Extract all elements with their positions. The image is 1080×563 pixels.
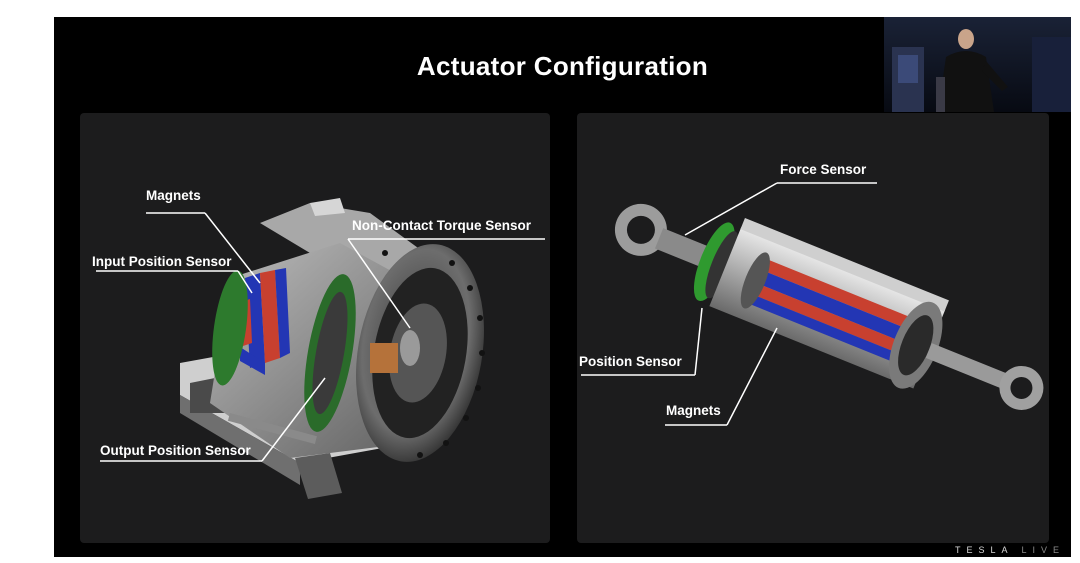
label-output-position-sensor: Output Position Sensor	[100, 443, 251, 458]
label-non-contact-torque-sensor: Non-Contact Torque Sensor	[352, 218, 532, 233]
label-magnets-right: Magnets	[666, 403, 721, 418]
linear-actuator-illustration	[581, 182, 1044, 426]
linear-magnets	[750, 260, 909, 361]
rotary-actuator-panel: Magnets Non-Contact Torque Sensor Input …	[80, 113, 550, 543]
tesla-live-watermark: TESLA LIVE	[955, 545, 1065, 555]
brand-text: TESLA	[954, 545, 1013, 555]
label-magnets-left: Magnets	[146, 188, 201, 203]
presenter-video-inset	[884, 17, 1071, 112]
label-force-sensor: Force Sensor	[780, 162, 867, 177]
linear-actuator-panel: Force Sensor Position Sensor Magnets	[577, 113, 1049, 543]
slide-title: Actuator Configuration	[416, 51, 709, 81]
event-text: LIVE	[1021, 545, 1065, 555]
presentation-screen: Actuator Configuration	[54, 17, 1071, 557]
label-position-sensor: Position Sensor	[579, 354, 682, 369]
rotary-actuator-illustration	[96, 198, 545, 499]
label-input-position-sensor: Input Position Sensor	[92, 254, 232, 269]
